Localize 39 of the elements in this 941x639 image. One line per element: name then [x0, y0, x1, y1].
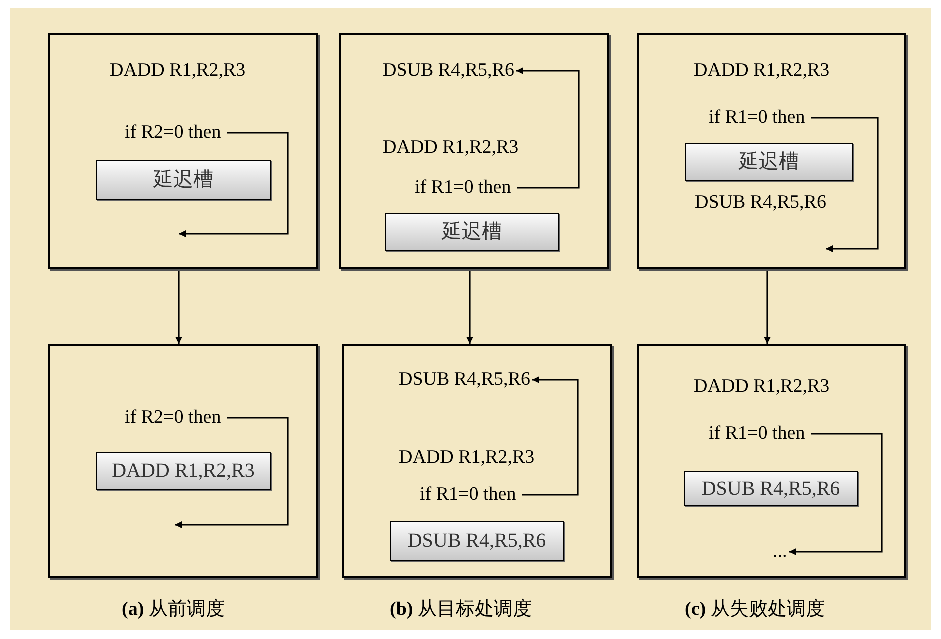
instruction-text: if R2=0 then [125, 407, 222, 429]
shaded-box: 延迟槽 [96, 160, 271, 200]
arrow [811, 117, 879, 252]
instruction-text: DADD R1,R2,R3 [694, 376, 830, 398]
instruction-text: DSUB R4,R5,R6 [695, 192, 826, 214]
shaded-box: DSUB R4,R5,R6 [390, 521, 564, 561]
panel-box [48, 344, 318, 578]
arrow [522, 376, 579, 496]
shaded-box: DSUB R4,R5,R6 [684, 471, 858, 506]
instruction-text: if R2=0 then [125, 122, 222, 144]
caption: (b) 从目标处调度 [390, 598, 532, 622]
panel-box [339, 33, 609, 269]
arrow [516, 68, 580, 189]
panel-box [342, 344, 612, 578]
instruction-text: if R1=0 then [709, 107, 806, 129]
instruction-text: DADD R1,R2,R3 [110, 60, 246, 82]
instruction-text: ... [773, 541, 788, 563]
panel-box [637, 33, 906, 269]
caption: (a) 从前调度 [122, 598, 225, 622]
panel-box [637, 344, 906, 578]
shaded-box: 延迟槽 [685, 143, 853, 181]
instruction-text: if R1=0 then [415, 177, 512, 199]
caption: (c) 从失败处调度 [685, 598, 825, 622]
instruction-text: DSUB R4,R5,R6 [399, 369, 530, 391]
panel-box [48, 33, 318, 269]
arrow [466, 271, 474, 344]
instruction-text: if R1=0 then [420, 484, 516, 506]
shaded-box: DADD R1,R2,R3 [96, 452, 271, 490]
arrow [175, 417, 289, 528]
arrow [789, 433, 883, 556]
arrow [764, 271, 771, 344]
instruction-text: DADD R1,R2,R3 [694, 60, 830, 82]
instruction-text: DADD R1,R2,R3 [383, 137, 519, 159]
arrow [176, 271, 182, 344]
arrow [179, 132, 289, 238]
instruction-text: DADD R1,R2,R3 [399, 447, 535, 469]
shaded-box: 延迟槽 [385, 213, 559, 251]
instruction-text: DSUB R4,R5,R6 [383, 60, 514, 82]
instruction-text: if R1=0 then [709, 423, 806, 445]
